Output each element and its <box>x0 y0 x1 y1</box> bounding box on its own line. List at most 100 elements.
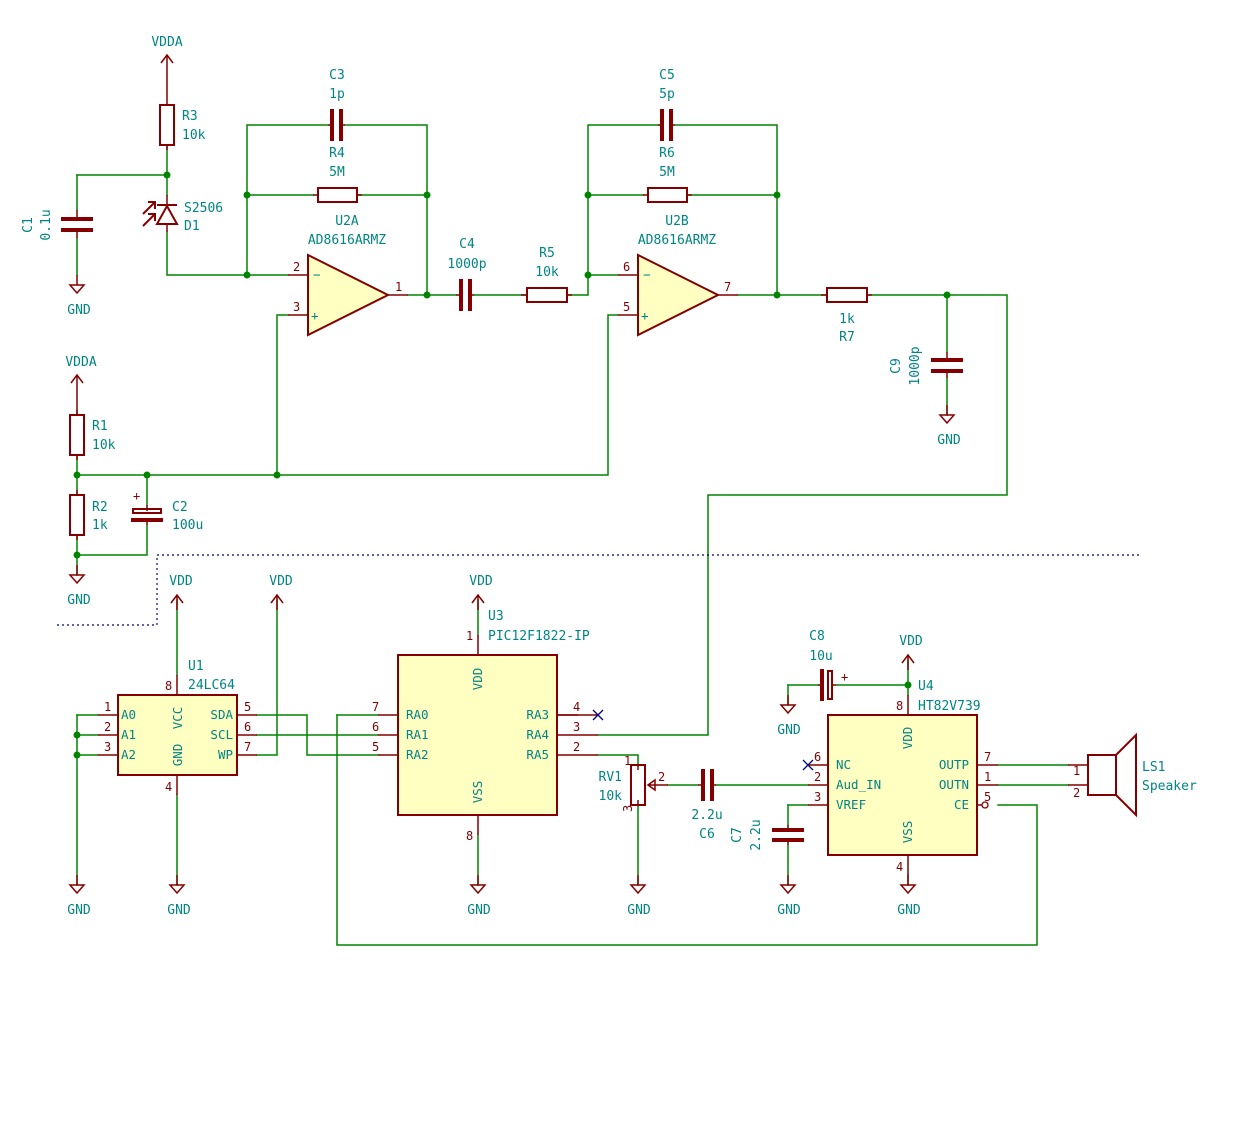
svg-text:AD8616ARMZ: AD8616ARMZ <box>638 233 716 248</box>
capacitor-c1: C1 0.1u <box>21 209 93 241</box>
svg-text:3: 3 <box>573 720 580 734</box>
gnd-symbol-c7: GND <box>777 875 801 918</box>
svg-text:GND: GND <box>897 903 921 918</box>
svg-text:5M: 5M <box>329 165 345 180</box>
svg-text:2: 2 <box>293 260 300 274</box>
svg-text:RA2: RA2 <box>406 747 429 762</box>
svg-text:4: 4 <box>165 780 172 794</box>
capacitor-c7: C7 2.2u <box>730 819 804 851</box>
no-connect-marker-nc <box>802 759 814 771</box>
resistor-r2: R2 1k <box>69 490 108 540</box>
vdd-symbol-u3: VDD <box>469 574 493 610</box>
opamp-u2b: − + 6 5 7 U2B AD8616ARMZ <box>618 214 738 337</box>
svg-text:GND: GND <box>67 303 91 318</box>
svg-text:OUTN: OUTN <box>939 777 969 792</box>
gnd-symbol-u3: GND <box>467 875 491 918</box>
power-symbols: VDDA VDDA VDD VDD VDD VDD GND <box>65 35 961 918</box>
svg-text:U1: U1 <box>188 659 204 674</box>
svg-text:GND: GND <box>467 903 491 918</box>
capacitor-c6: 2.2u C6 <box>691 769 723 842</box>
svg-text:2.2u: 2.2u <box>749 819 764 850</box>
svg-text:CE: CE <box>954 797 969 812</box>
svg-text:8: 8 <box>466 829 473 843</box>
svg-text:2: 2 <box>1073 786 1080 800</box>
svg-text:3: 3 <box>814 790 821 804</box>
gnd-symbol-u4: GND <box>897 875 921 918</box>
svg-text:1: 1 <box>104 700 111 714</box>
gnd-symbol-rv1: GND <box>627 875 651 918</box>
svg-text:C9: C9 <box>889 358 904 374</box>
svg-text:6: 6 <box>372 720 379 734</box>
svg-text:10u: 10u <box>809 649 832 664</box>
capacitor-c4: C4 1000p <box>447 237 487 311</box>
svg-text:+: + <box>311 308 319 323</box>
svg-text:2: 2 <box>573 740 580 754</box>
svg-text:PIC12F1822-IP: PIC12F1822-IP <box>488 629 590 644</box>
svg-text:C1: C1 <box>21 217 36 233</box>
svg-text:D1: D1 <box>184 219 200 234</box>
svg-text:+: + <box>641 308 649 323</box>
svg-text:A1: A1 <box>121 727 136 742</box>
svg-text:2: 2 <box>104 720 111 734</box>
svg-text:1: 1 <box>624 754 631 768</box>
svg-text:R4: R4 <box>329 146 345 161</box>
gnd-symbol-c8: GND <box>777 695 801 738</box>
svg-text:4: 4 <box>573 700 580 714</box>
svg-text:3: 3 <box>621 805 635 812</box>
svg-text:SCL: SCL <box>210 727 233 742</box>
capacitor-c5: C5 5p <box>658 68 675 141</box>
svg-text:0.1u: 0.1u <box>39 209 54 240</box>
svg-text:LS1: LS1 <box>1142 760 1165 775</box>
svg-text:6: 6 <box>244 720 251 734</box>
svg-text:RV1: RV1 <box>599 770 622 785</box>
svg-text:1: 1 <box>1073 764 1080 778</box>
svg-text:1k: 1k <box>839 312 855 327</box>
svg-text:RA1: RA1 <box>406 727 429 742</box>
svg-text:1000p: 1000p <box>447 257 486 272</box>
vdd-symbol-u4: VDD <box>899 634 923 670</box>
svg-text:−: − <box>643 267 651 282</box>
opamp-u2a: − + 2 3 1 U2A AD8616ARMZ <box>288 214 408 337</box>
svg-text:VCC: VCC <box>170 707 185 730</box>
svg-text:VDD: VDD <box>470 668 485 691</box>
gnd-symbol-c1: GND <box>67 275 91 318</box>
svg-text:GND: GND <box>937 433 961 448</box>
vdd-symbol-u1-wp: VDD <box>269 574 293 610</box>
svg-text:VSS: VSS <box>900 821 915 844</box>
svg-text:7: 7 <box>372 700 379 714</box>
svg-text:100u: 100u <box>172 518 203 533</box>
section-separator <box>57 554 1140 626</box>
no-connect-marker-ra3 <box>592 709 604 721</box>
resistor-r7: 1k R7 <box>821 287 872 345</box>
resistor-r6: R6 5M <box>643 146 692 203</box>
svg-text:C3: C3 <box>329 68 345 83</box>
svg-text:1000p: 1000p <box>908 346 923 385</box>
svg-text:6: 6 <box>814 750 821 764</box>
svg-text:WP: WP <box>218 747 233 762</box>
speaker-ls1: 1 2 LS1 Speaker <box>1068 732 1197 818</box>
svg-text:10k: 10k <box>535 265 559 280</box>
svg-text:GND: GND <box>170 744 185 767</box>
svg-text:S2506: S2506 <box>184 201 223 216</box>
gnd-symbol-u1-address: GND <box>67 875 91 918</box>
svg-text:3: 3 <box>293 300 300 314</box>
svg-text:U3: U3 <box>488 609 504 624</box>
svg-text:5M: 5M <box>659 165 675 180</box>
svg-text:8: 8 <box>165 679 172 693</box>
potentiometer-rv1: 1 2 3 RV1 10k <box>599 754 668 812</box>
capacitor-c2-polarized: + C2 100u <box>131 489 203 533</box>
svg-text:5: 5 <box>623 300 630 314</box>
svg-text:SDA: SDA <box>210 707 233 722</box>
svg-text:Aud_IN: Aud_IN <box>836 777 881 792</box>
svg-text:R1: R1 <box>92 419 108 434</box>
svg-text:R3: R3 <box>182 109 198 124</box>
svg-text:5: 5 <box>244 700 251 714</box>
svg-text:10k: 10k <box>92 438 116 453</box>
ic-u1-eeprom: 1 2 3 5 6 7 8 4 A0 A1 A2 SDA SCL WP VCC … <box>98 659 257 795</box>
capacitor-c8-polarized: + C8 10u <box>809 629 848 701</box>
ic-u3-microcontroller: 7 6 5 4 3 2 1 8 RA0 RA1 RA2 RA3 RA4 RA5 … <box>372 609 604 843</box>
svg-text:VREF: VREF <box>836 797 866 812</box>
svg-text:R7: R7 <box>839 330 855 345</box>
svg-text:NC: NC <box>836 757 851 772</box>
